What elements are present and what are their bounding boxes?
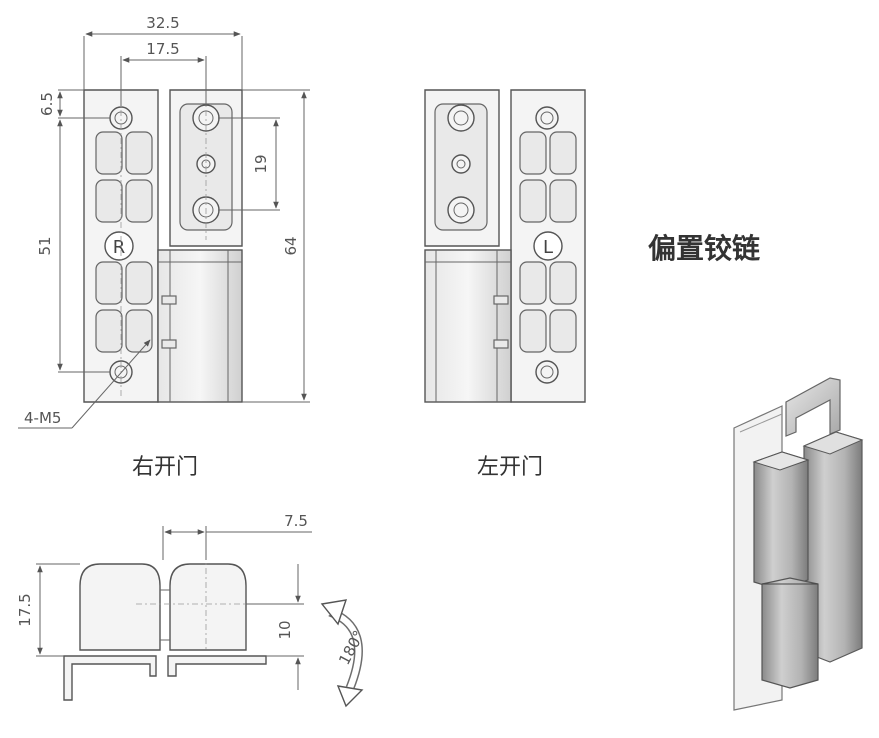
left-barrel (424, 249, 512, 403)
left-marker-ring (533, 231, 563, 261)
left-marker: L (543, 237, 553, 258)
dim-top-offset: 6.5 (38, 92, 56, 116)
right-dimensions: 32.5 17.5 6.5 51 19 64 4-M5 (18, 14, 310, 429)
right-barrel (157, 249, 243, 403)
left-door-view: L (424, 89, 586, 403)
right-left-pockets (95, 131, 153, 353)
dim-total-height: 64 (282, 236, 300, 255)
left-right-pockets (519, 131, 577, 353)
hinge-render (733, 377, 864, 711)
dim-rotation: 180° (335, 627, 368, 667)
dim-side-height: 17.5 (16, 593, 34, 626)
right-door-view: R (83, 89, 243, 403)
dim-left-height: 51 (36, 236, 54, 255)
dim-holes: 4-M5 (24, 409, 61, 427)
dim-pitch-width: 17.5 (146, 40, 179, 58)
right-marker-ring (104, 231, 134, 261)
dim-side-offset: 7.5 (284, 512, 308, 530)
caption-left-door: 左开门 (477, 455, 543, 480)
dim-side-height-small: 10 (276, 620, 294, 639)
dim-hole-spacing: 19 (252, 154, 270, 173)
right-marker: R (113, 237, 126, 258)
side-dimensions: 7.5 17.5 10 180° (16, 512, 368, 708)
title: 偏置铰链 (648, 232, 760, 265)
caption-right-door: 右开门 (132, 455, 198, 480)
dim-overall-width: 32.5 (146, 14, 179, 32)
side-view (63, 540, 290, 701)
